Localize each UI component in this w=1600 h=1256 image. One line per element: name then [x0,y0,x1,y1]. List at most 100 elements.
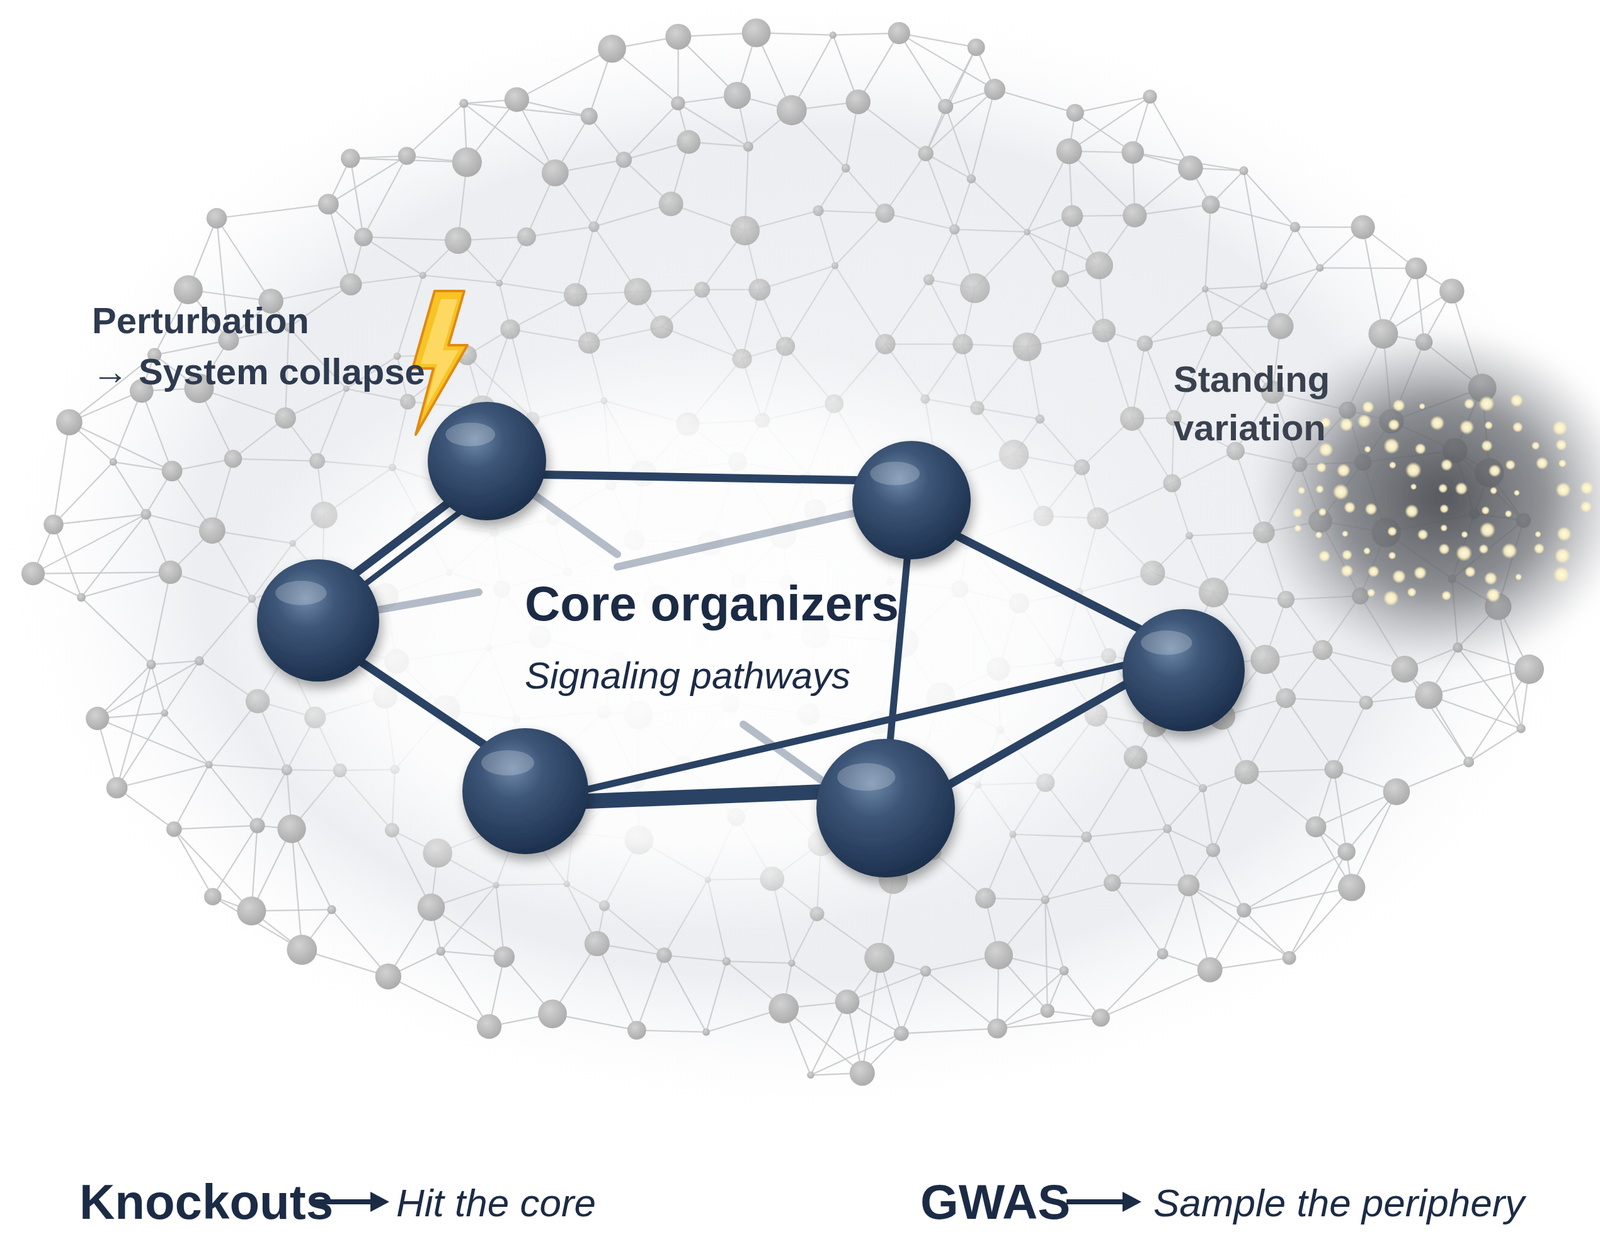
network-link [350,158,364,237]
variant-dot [1440,524,1448,532]
variant-dot [1531,441,1541,451]
network-link [818,210,886,213]
network-link [363,236,423,276]
network-link [925,47,977,154]
variant-dot [1318,507,1327,516]
network-link [216,204,329,218]
network-node [1282,951,1297,966]
variant-dot [1484,571,1498,586]
network-link [971,89,995,179]
variant-dot [1429,415,1445,431]
network-node [340,273,363,296]
network-node [1040,1004,1055,1018]
network-link [164,713,210,765]
network-link [1205,204,1211,290]
variant-dot [1315,531,1323,539]
network-link [929,229,955,280]
network-link [901,1028,998,1034]
network-link [898,33,946,107]
network-node [1080,831,1092,843]
network-link [1289,851,1347,959]
variant-dot [1383,590,1400,606]
network-link [141,391,172,472]
network-node [702,1028,710,1037]
network-link [1101,970,1211,1018]
variant-dot [1512,422,1524,433]
network-node [923,274,935,285]
network-link [173,828,213,897]
center-title: Core organizers [524,571,899,637]
network-node [1157,948,1169,960]
network-link [363,236,458,241]
variant-dot [1535,456,1549,470]
network-link [885,153,926,214]
network-node [1463,756,1475,768]
network-link [1205,285,1264,290]
network-link [328,204,351,285]
network-node [1267,313,1294,340]
core-highlight [1140,630,1192,656]
network-link [954,178,972,230]
variant-dot [1392,399,1406,412]
network-link [706,961,727,1032]
network-link [1285,697,1334,770]
network-node [1206,843,1221,858]
network-node [1198,784,1207,793]
network-node [563,282,588,307]
variant-dot [1479,522,1496,538]
variant-dot [1341,549,1353,560]
network-link [726,961,792,964]
network-node [1250,645,1280,675]
network-link [1189,532,1264,536]
footer-note: Hit the core [396,1177,596,1229]
arrow-head [370,1191,390,1212]
network-link [151,660,200,665]
network-node [1137,335,1153,352]
network-link [1103,330,1132,419]
network-node [56,408,83,436]
variant-dot [1387,418,1400,431]
core-link [486,473,912,482]
network-node [1198,577,1229,608]
network-node [1206,320,1223,337]
variant-dot [1440,458,1453,471]
network-link [818,210,835,266]
core-highlight [445,422,496,447]
variant-dot [1501,542,1518,559]
network-link [785,265,836,347]
variant-dot [1554,548,1571,564]
variant-dot [1464,566,1476,578]
variant-dot [1514,573,1522,581]
network-link [1246,697,1286,773]
network-node [166,821,183,838]
annotation-text: → System collapse [91,347,426,396]
network-node [670,96,685,111]
network-link [81,597,152,664]
network-link [971,178,1028,232]
center-subtitle: Signaling pathways [524,650,851,702]
network-node [1439,278,1465,304]
network-link [1045,883,1113,901]
network-link [173,828,252,911]
network-link [1172,451,1236,484]
network-node [1177,874,1200,897]
core-network [257,401,1245,878]
network-link [53,422,70,525]
network-link [117,713,166,789]
network-node [984,941,1013,970]
network-link [1363,227,1384,334]
network-link [1101,953,1163,1018]
arrow-head [1122,1191,1142,1212]
network-link [929,279,964,344]
network-node [1185,532,1194,540]
network-node [1103,874,1121,892]
network-node [249,818,265,834]
variant-dot [1388,551,1397,560]
variant-dot [1336,463,1351,478]
network-node [1162,474,1182,493]
network-node [983,78,1006,101]
network-node [665,23,692,50]
core-highlight [837,763,896,792]
network-link [835,265,886,345]
network-node [500,319,520,339]
